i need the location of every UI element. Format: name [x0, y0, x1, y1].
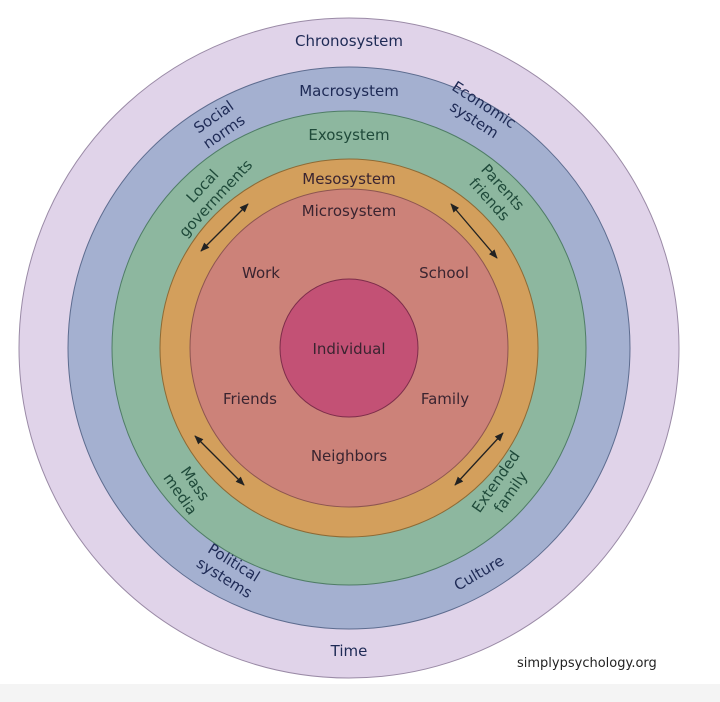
individual-label: Individual — [312, 340, 385, 358]
neighbors-label: Neighbors — [311, 447, 388, 465]
family-label: Family — [421, 390, 469, 408]
individual-circle — [279, 278, 419, 418]
microsystem-label: Microsystem — [302, 202, 397, 220]
work-label: Work — [242, 264, 280, 282]
mesosystem-label: Mesosystem — [302, 170, 395, 188]
meso-arrow-top-left — [200, 203, 249, 252]
chronosystem-label: Chronosystem — [295, 32, 403, 50]
meso-arrow-top-right — [450, 203, 498, 259]
exosystem-label: Exosystem — [308, 126, 389, 144]
meso-arrow-bottom-left — [194, 435, 245, 486]
friends-label: Friends — [223, 390, 277, 408]
source-credit: simplypsychology.org — [517, 656, 657, 671]
school-label: School — [419, 264, 469, 282]
bottom-band — [0, 684, 720, 702]
macrosystem-label: Macrosystem — [299, 82, 399, 100]
time-label: Time — [330, 642, 368, 660]
meso-arrow-bottom-right — [454, 432, 504, 486]
